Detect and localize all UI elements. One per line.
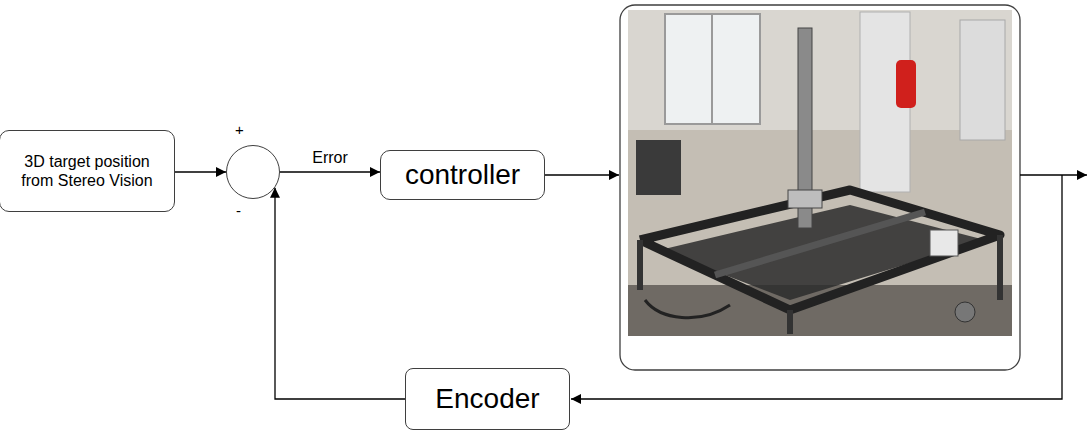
photo-motor: [955, 302, 975, 322]
photo-window-frame: [711, 14, 713, 124]
input-box: 3D target position from Stereo Vision: [0, 130, 175, 212]
gantry-leg: [637, 240, 643, 290]
photo-window: [665, 14, 760, 124]
encoder-box: Encoder: [405, 368, 570, 430]
signal-arrow: [175, 171, 226, 172]
gantry-frame: [640, 190, 1000, 310]
gantry-crossbar: [715, 212, 925, 275]
photo-cable: [645, 300, 730, 318]
sign-label: +: [235, 122, 244, 137]
photo-cabinet: [960, 20, 1005, 140]
plant-box: [620, 5, 1020, 370]
signal-arrow: [545, 174, 619, 175]
summing-junction: +-: [226, 145, 280, 199]
photo-floor: [628, 285, 1012, 336]
controller-box: controller: [380, 150, 545, 200]
photo-background: [628, 10, 1012, 336]
sign-label: -: [236, 203, 241, 218]
feedback-line: [571, 175, 1062, 399]
photo-monitor: [636, 140, 681, 195]
photo-motor-box: [930, 230, 958, 256]
node-text: Encoder: [427, 382, 547, 416]
photo-wall: [628, 10, 1012, 130]
fire-extinguisher: [896, 60, 916, 108]
node-text: 3D target position from Stereo Vision: [0, 152, 174, 190]
signal-arrow: [275, 188, 405, 399]
node-text: controller: [397, 158, 528, 192]
signal-arrow: [280, 171, 380, 172]
gantry-leg: [997, 235, 1003, 300]
gantry-carriage: [788, 190, 822, 208]
edge-label: Error: [310, 149, 350, 167]
gantry-leg: [787, 310, 793, 334]
output-arrow: [1020, 174, 1087, 175]
